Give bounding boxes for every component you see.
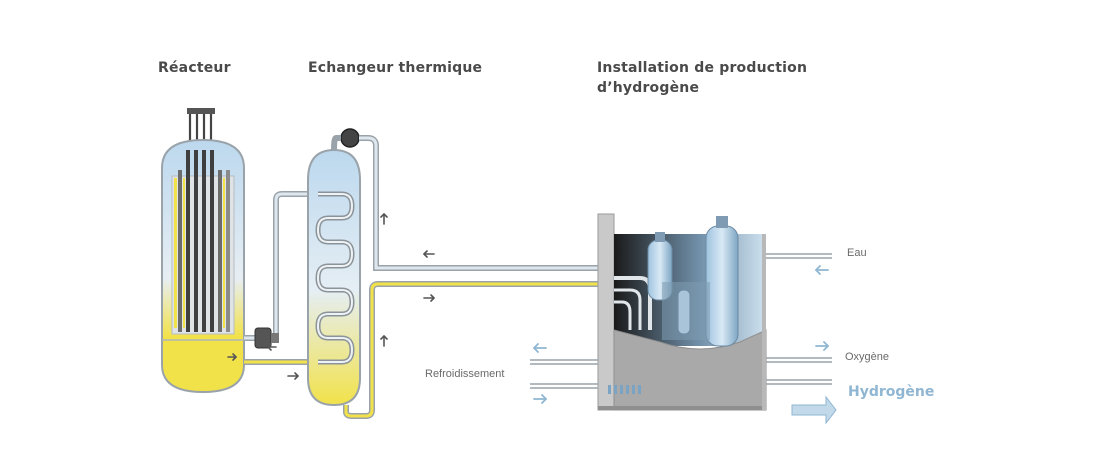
arrow-oxygen-out [815,341,829,351]
plant-external-lines [530,253,832,389]
arrow-cooling-in [533,394,547,404]
installation-title-line2: d’hydrogène [597,80,700,96]
reactor [161,108,245,394]
hydrogen-label: Hydrogène [848,384,935,400]
exchanger-title: Echangeur thermique [308,60,483,76]
external-arrows [533,265,829,404]
secondary-loop [331,135,600,419]
arrow-up-bottom [380,335,388,347]
secondary-pump [340,128,360,148]
installation-title-line1: Installation de production [597,60,808,76]
flow-arrows [227,213,435,380]
arrow-up-top [380,213,388,225]
arrow-cooling-out [533,343,547,353]
arrow-into-reactor [227,353,237,361]
cooling-vents [608,385,641,394]
hydrogen-plant [597,213,767,411]
arrow-to-pump [267,343,277,351]
reactor-title: Réacteur [158,60,231,76]
arrow-to-exchanger [287,372,299,380]
primary-loop [244,191,318,365]
arrow-water-in [815,265,829,275]
reaction-vessel-large [705,216,739,347]
cooling-label: Refroidissement [425,368,505,380]
hydrogen-output-arrow [791,395,837,425]
oxygen-label: Oxygène [845,351,890,363]
arrow-return-left [423,250,435,258]
fuel-rods [174,150,230,332]
water-label: Eau [847,247,867,259]
circulator-pump [254,327,272,349]
arrow-hot-right [423,294,435,302]
heat-exchanger [307,148,361,407]
